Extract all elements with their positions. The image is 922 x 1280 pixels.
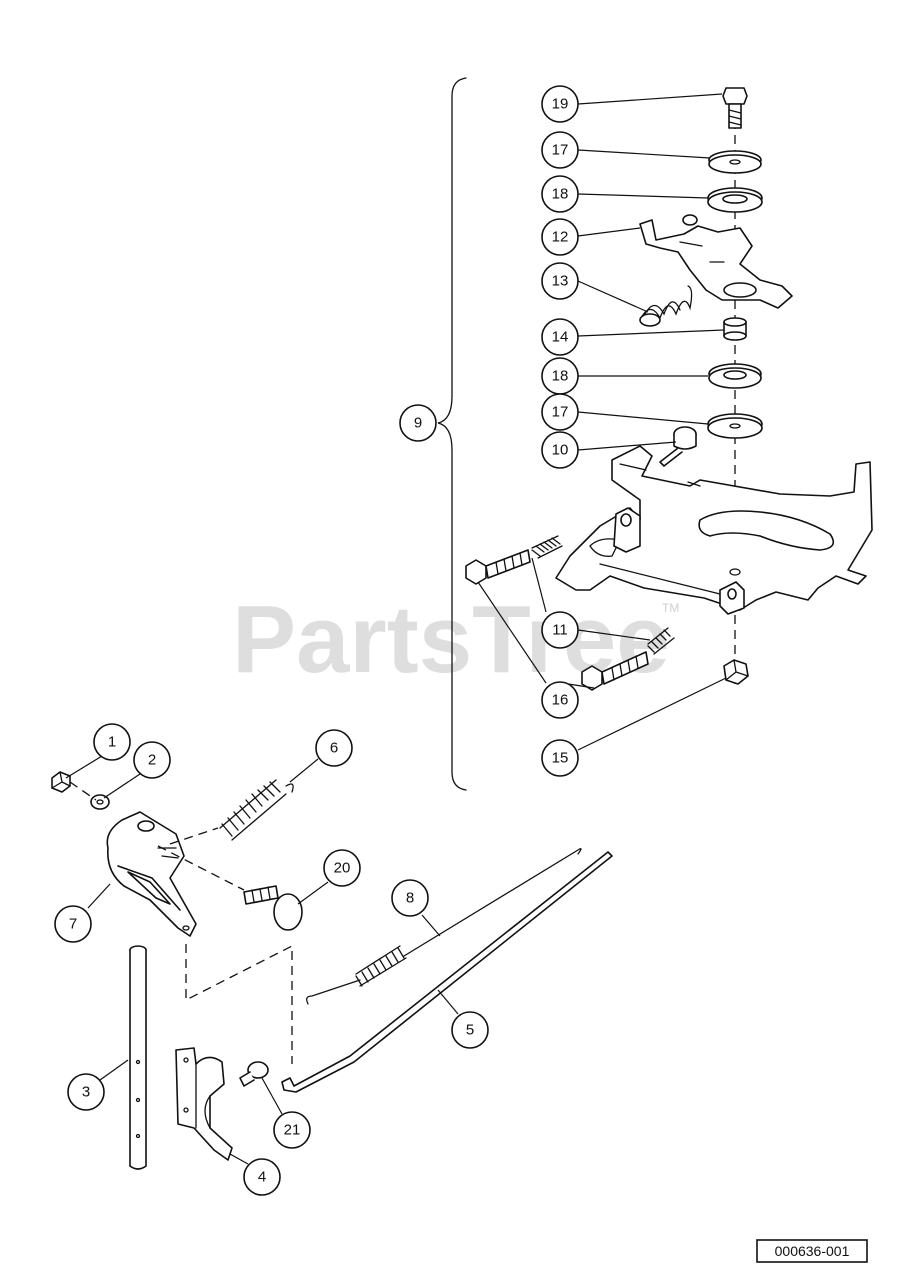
bracket-7 — [106, 811, 197, 937]
callout-21-label: 21 — [284, 1122, 301, 1139]
assembly-bracket — [437, 77, 467, 791]
callout-2-label: 2 — [148, 752, 156, 769]
reference-code-box: 000636-001 — [756, 1239, 868, 1263]
callout-18-top-label: 18 — [552, 186, 569, 203]
callout-11-label: 11 — [552, 622, 568, 639]
callout-17-top: 17 — [541, 131, 579, 169]
callout-2: 2 — [133, 741, 171, 779]
callout-7: 7 — [54, 905, 92, 943]
screw-20 — [243, 885, 303, 931]
callout-8-label: 8 — [406, 890, 414, 907]
assembly-line-a — [185, 944, 293, 1064]
callout-1: 1 — [93, 723, 131, 761]
callout-12: 12 — [541, 218, 579, 256]
rod-5 — [281, 851, 613, 1093]
assembly-line-d — [169, 827, 219, 845]
assembly-line-c — [69, 781, 97, 801]
washer-2 — [90, 794, 110, 810]
callout-21: 21 — [273, 1111, 311, 1149]
callout-13: 13 — [541, 262, 579, 300]
spring-11-lower — [647, 627, 675, 655]
spring-11-upper — [531, 535, 563, 559]
reference-code: 000636-001 — [775, 1243, 850, 1259]
bolt-16-upper — [465, 549, 531, 585]
callout-19-label: 19 — [552, 96, 569, 113]
callout-13-label: 13 — [552, 273, 569, 290]
screw-10 — [659, 426, 697, 467]
washer-18-bottom — [708, 363, 762, 389]
callout-7-label: 7 — [69, 916, 77, 933]
callout-17-top-label: 17 — [552, 142, 569, 159]
callout-17-bottom: 17 — [541, 393, 579, 431]
callout-16-label: 16 — [552, 692, 569, 709]
rod-8 — [306, 848, 582, 1005]
callout-18-top: 18 — [541, 175, 579, 213]
assembly-line-b — [157, 845, 245, 891]
nut-1 — [51, 771, 71, 793]
callout-15: 15 — [541, 739, 579, 777]
washer-18-top — [707, 187, 763, 213]
washer-17-top — [708, 150, 762, 174]
callout-11: 11 — [541, 611, 579, 649]
spring-6 — [219, 779, 294, 841]
callout-9: 9 — [399, 404, 437, 442]
callout-19: 19 — [541, 85, 579, 123]
lever-bracket-12 — [639, 214, 793, 309]
callout-6-label: 6 — [330, 740, 338, 757]
callout-18-bottom-label: 18 — [552, 368, 569, 385]
washer-17-bottom — [707, 413, 763, 439]
bushing-14 — [723, 317, 747, 341]
callout-15-label: 15 — [552, 750, 569, 767]
callout-6: 6 — [315, 729, 353, 767]
callout-9-label: 9 — [414, 415, 422, 432]
screw-21 — [239, 1061, 269, 1087]
bracket-4 — [175, 1047, 233, 1161]
callout-20: 20 — [323, 849, 361, 887]
spring-13 — [639, 285, 693, 327]
callout-20-label: 20 — [334, 860, 351, 877]
callout-17-bottom-label: 17 — [552, 404, 569, 421]
callout-5: 5 — [451, 1011, 489, 1049]
bolt-19 — [722, 87, 748, 129]
callout-14: 14 — [541, 318, 579, 356]
callout-10: 10 — [541, 431, 579, 469]
callout-12-label: 12 — [552, 229, 569, 246]
base-plate — [555, 445, 873, 615]
callout-4-label: 4 — [258, 1169, 266, 1186]
callout-10-label: 10 — [552, 442, 569, 459]
callout-1-label: 1 — [108, 734, 116, 751]
callout-14-label: 14 — [552, 329, 569, 346]
callout-5-label: 5 — [466, 1022, 474, 1039]
callout-16: 16 — [541, 681, 579, 719]
callout-8: 8 — [391, 879, 429, 917]
callout-3-label: 3 — [82, 1084, 90, 1101]
callout-3: 3 — [67, 1073, 105, 1111]
shaft-3 — [129, 945, 147, 1170]
leader-lines — [65, 93, 727, 1165]
watermark-trademark: TM — [662, 601, 679, 615]
bolt-16-lower — [581, 651, 649, 691]
nut-15 — [723, 659, 749, 685]
callout-18-bottom: 18 — [541, 357, 579, 395]
callout-4: 4 — [243, 1158, 281, 1196]
